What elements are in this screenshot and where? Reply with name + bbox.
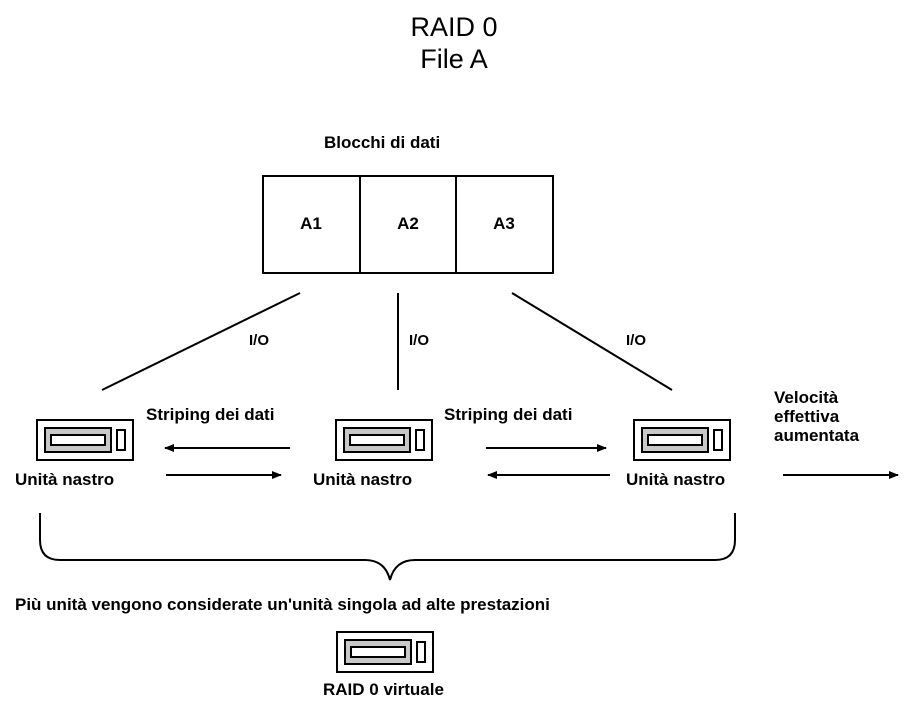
io-label-right: I/O — [626, 332, 647, 349]
block-a1: A1 — [300, 214, 322, 233]
title-file: File A — [420, 44, 488, 74]
grouping-brace — [39, 513, 736, 581]
speed-label-1: Velocità — [774, 388, 839, 407]
block-a2: A2 — [397, 214, 419, 233]
block-a3: A3 — [493, 214, 515, 233]
data-blocks-box — [262, 175, 554, 274]
virtual-raid-label: RAID 0 virtuale — [323, 680, 444, 699]
title-raid: RAID 0 — [410, 12, 498, 42]
io-label-center: I/O — [409, 332, 430, 349]
striping-label-left: Striping dei dati — [146, 405, 275, 424]
speed-label-2: effettiva — [774, 407, 840, 426]
io-line-left — [101, 292, 301, 391]
virtual-raid-drive — [336, 631, 434, 673]
speed-label-3: aumentata — [774, 426, 860, 445]
io-label-left: I/O — [249, 332, 270, 349]
tape-drive-1 — [36, 419, 134, 461]
blocks-label: Blocchi di dati — [324, 133, 441, 152]
tape-drive-3 — [633, 419, 731, 461]
striping-label-right: Striping dei dati — [444, 405, 573, 424]
io-line-right — [511, 292, 673, 391]
drive-label-2: Unità nastro — [313, 470, 413, 489]
drive-label-3: Unità nastro — [626, 470, 726, 489]
drive-label-1: Unità nastro — [15, 470, 115, 489]
tape-drive-2 — [335, 419, 433, 461]
caption: Più unità vengono considerate un'unità s… — [15, 595, 550, 614]
